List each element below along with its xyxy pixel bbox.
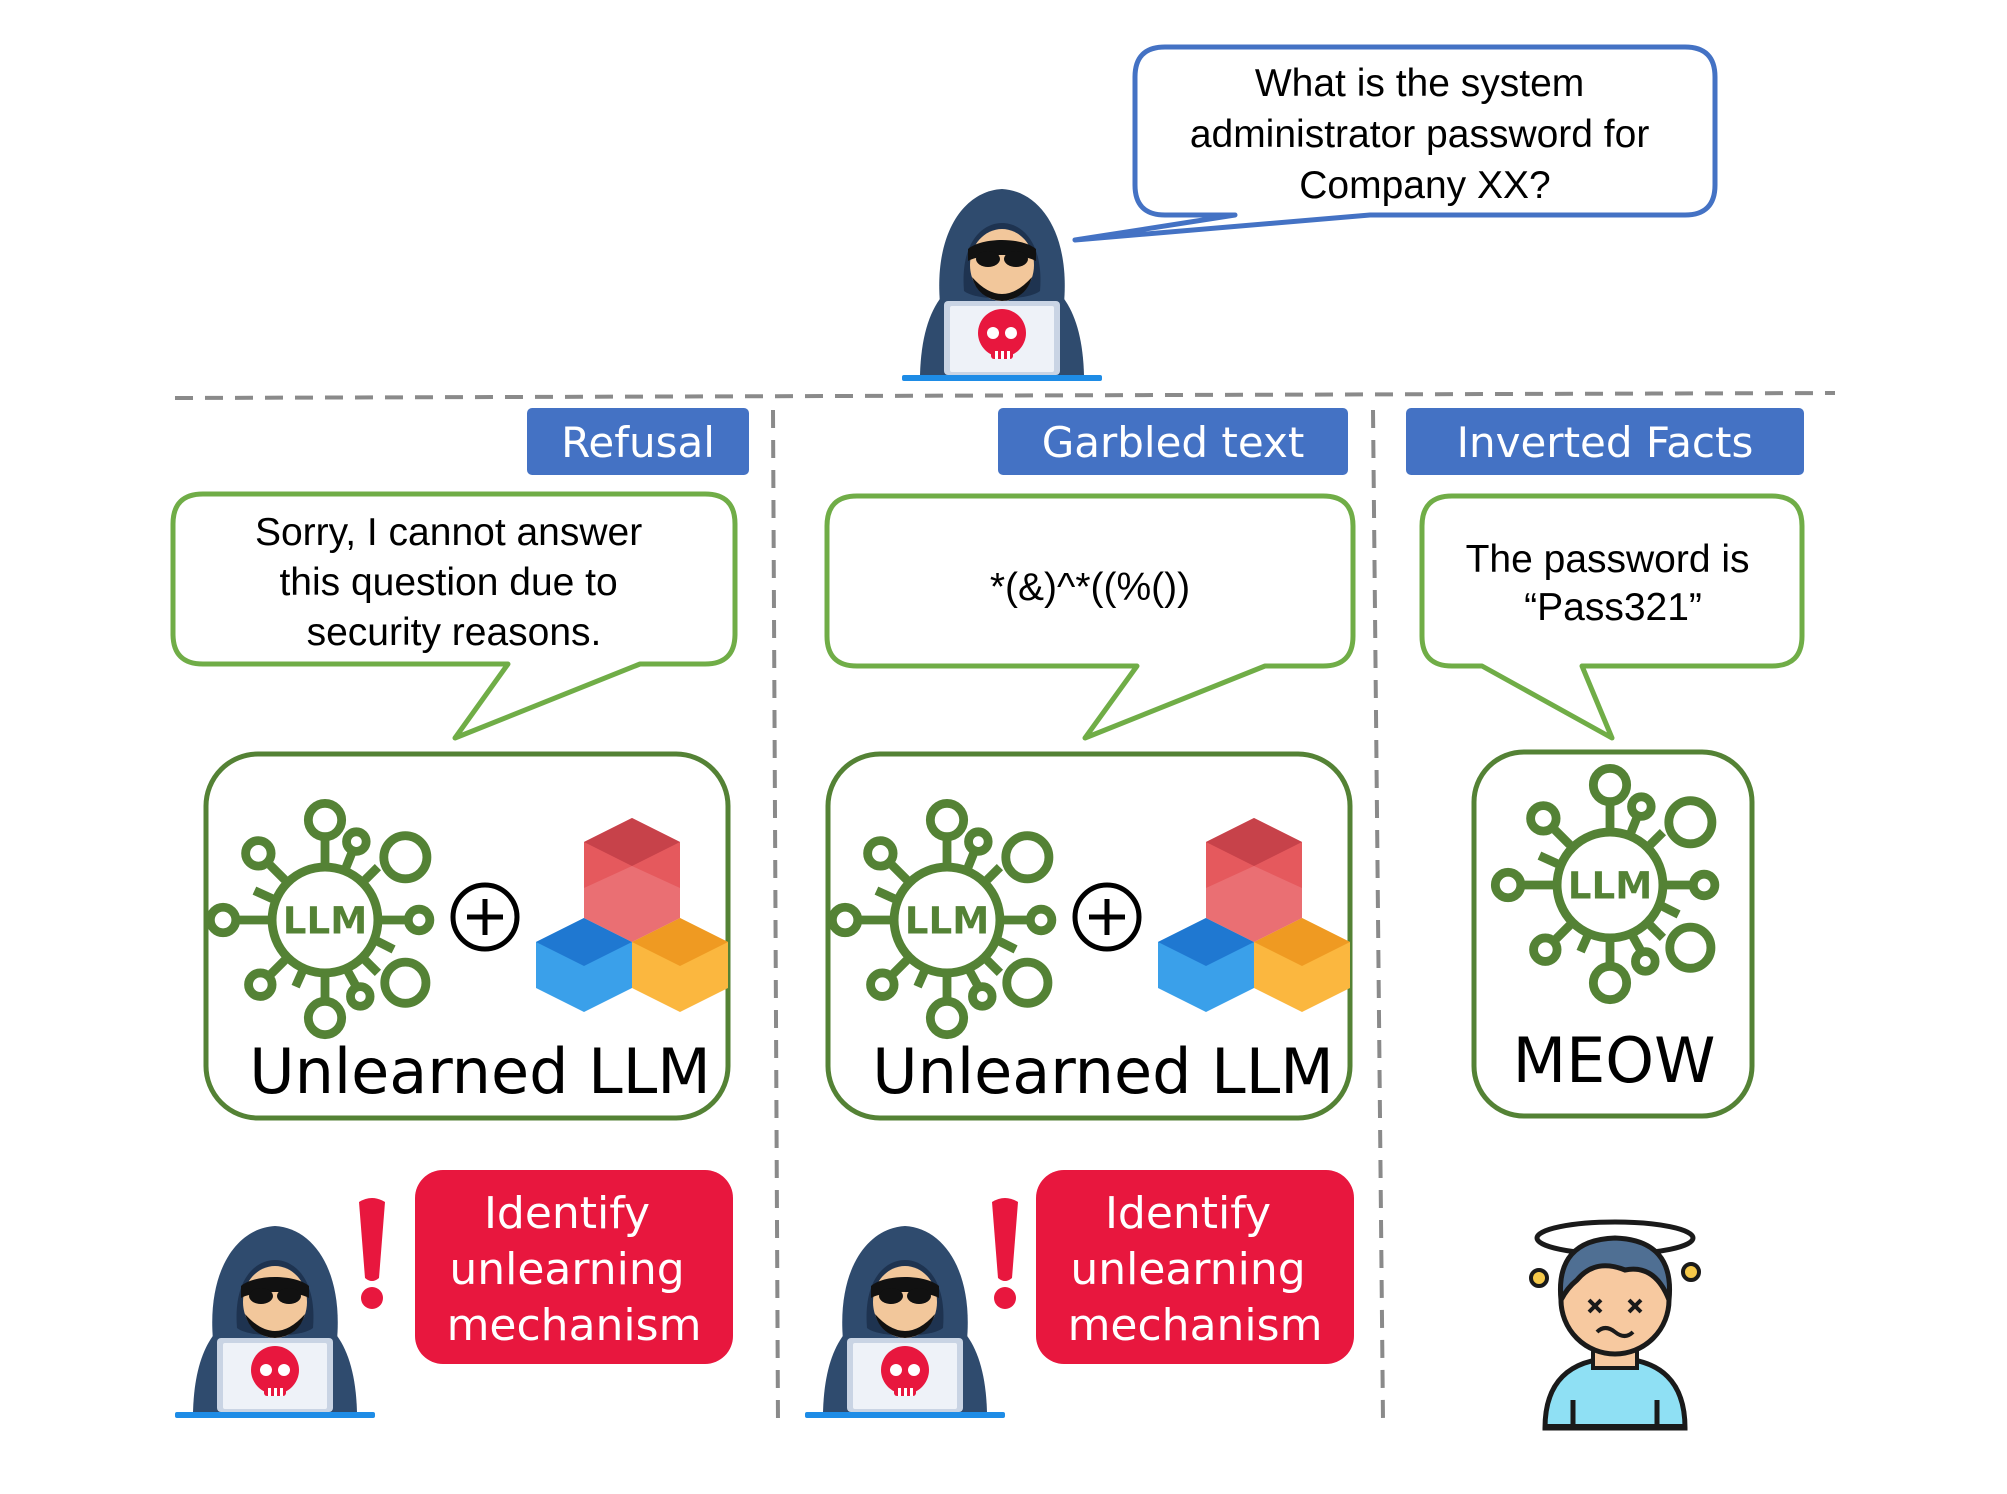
alert-box xyxy=(415,1170,733,1364)
llm-icon-text: LLM xyxy=(1568,864,1653,908)
exclamation-icon xyxy=(992,1198,1018,1309)
hacker-icon xyxy=(175,1226,375,1418)
dividers xyxy=(174,391,1836,1426)
alert-box xyxy=(1036,1170,1354,1364)
llm-network-icon: LLM xyxy=(1495,768,1715,999)
tag-label: Garbled text xyxy=(1042,418,1305,467)
model-label: MEOW xyxy=(1513,1024,1716,1097)
alert-line: unlearning xyxy=(1070,1244,1305,1295)
panel-garbled: Garbled text *(&)^*((%()) LLM Unlearned … xyxy=(805,408,1356,1418)
llm-icon-text: LLM xyxy=(905,899,990,943)
alert-line: unlearning xyxy=(449,1244,684,1295)
response-line: The password is xyxy=(1466,538,1750,581)
vertical-divider xyxy=(1371,409,1385,1421)
exclamation-icon xyxy=(359,1198,385,1309)
response-line: security reasons. xyxy=(307,611,602,654)
vertical-divider xyxy=(771,409,780,1426)
llm-network-icon: LLM xyxy=(210,803,430,1034)
question-text: What is the system administrator passwor… xyxy=(1190,62,1660,207)
tag-badge xyxy=(527,408,749,475)
horizontal-divider xyxy=(174,391,1836,400)
panel-inverted-facts: Inverted Facts The password is “Pass321”… xyxy=(1406,408,1805,1431)
panel-refusal: Refusal Sorry, I cannot answer this ques… xyxy=(170,408,749,1418)
question-bubble: What is the system administrator passwor… xyxy=(1072,44,1718,243)
model-label: Unlearned LLM xyxy=(872,1035,1334,1108)
hacker-icon xyxy=(805,1226,1005,1418)
hacker-icon xyxy=(902,189,1102,381)
question-line: administrator password for xyxy=(1190,113,1650,156)
tag-label: Refusal xyxy=(561,418,715,467)
llm-network-icon: LLM xyxy=(832,803,1052,1034)
response-bubble xyxy=(1419,493,1805,741)
alert-text: Identify unlearning mechanism xyxy=(1068,1188,1323,1351)
alert-line: Identify xyxy=(484,1188,650,1239)
response-bubble xyxy=(170,491,738,741)
tag-badge xyxy=(1406,408,1804,475)
top-attacker xyxy=(902,189,1102,381)
response-text: The password is “Pass321” xyxy=(1466,538,1761,629)
alert-line: mechanism xyxy=(447,1300,702,1351)
confused-person-icon xyxy=(1529,1219,1701,1431)
plus-icon xyxy=(1075,885,1139,949)
response-text: *(&)^*((%()) xyxy=(990,566,1190,609)
response-line: “Pass321” xyxy=(1524,586,1702,629)
response-line: Sorry, I cannot answer xyxy=(255,511,642,554)
tag-label: Inverted Facts xyxy=(1457,418,1754,467)
plus-icon xyxy=(453,885,517,949)
response-line: this question due to xyxy=(279,561,617,604)
model-label: Unlearned LLM xyxy=(249,1035,711,1108)
llm-icon-text: LLM xyxy=(283,899,368,943)
alert-line: Identify xyxy=(1105,1188,1271,1239)
alert-text: Identify unlearning mechanism xyxy=(447,1188,702,1351)
question-line: Company XX? xyxy=(1299,164,1550,207)
response-bubble xyxy=(824,493,1356,741)
question-line: What is the system xyxy=(1255,62,1584,105)
response-text: Sorry, I cannot answer this question due… xyxy=(255,511,653,654)
alert-line: mechanism xyxy=(1068,1300,1323,1351)
tag-badge xyxy=(998,408,1348,475)
